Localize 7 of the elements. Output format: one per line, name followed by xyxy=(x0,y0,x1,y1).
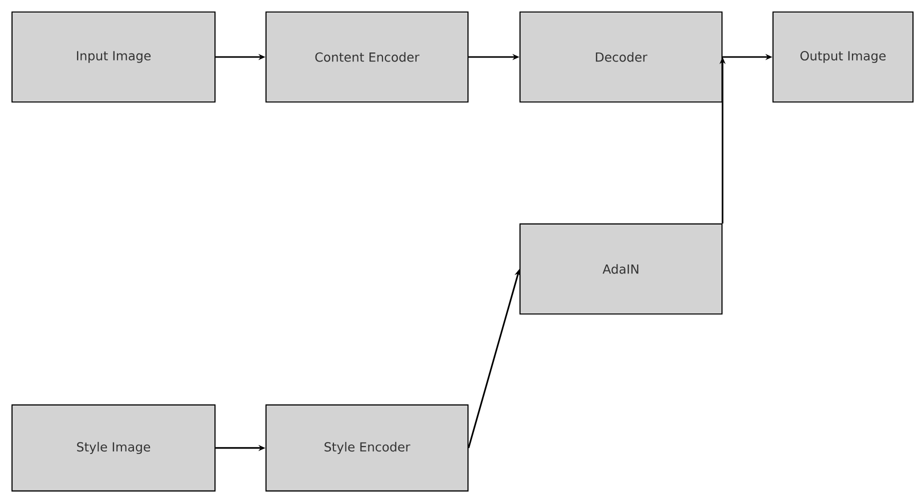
process-box: Content Encoder xyxy=(265,11,469,103)
process-box: AdaIN xyxy=(519,223,723,315)
process-box: Output Image xyxy=(772,11,914,103)
process-box: Input Image xyxy=(11,11,216,103)
process-box: Style Image xyxy=(11,404,216,492)
process-box: Style Encoder xyxy=(265,404,469,492)
process-box: Decoder xyxy=(519,11,723,103)
